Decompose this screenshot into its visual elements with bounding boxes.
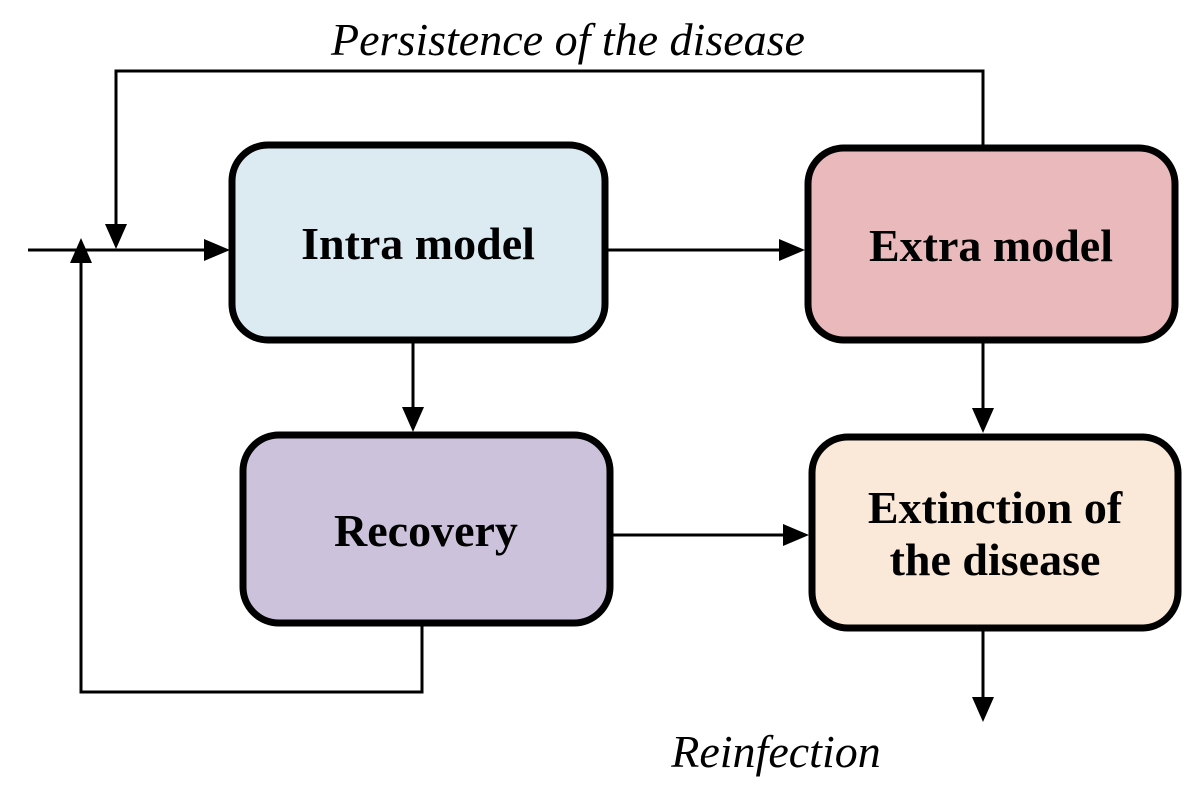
edge-recovery-to-extinction [610,524,809,546]
node-extra-model-label: Extra model [869,220,1113,271]
node-intra-model [228,141,609,344]
edge-intra-to-recovery [402,340,424,432]
edge-extra-to-extinction [972,340,994,433]
node-extinction-label-line1: Extinction of [868,482,1123,533]
node-recovery-label: Recovery [334,505,518,556]
node-extra-model [804,144,1179,344]
arrowhead-down-icon [402,407,424,432]
node-extinction [808,433,1182,632]
arrowhead-right-icon [204,239,230,261]
node-recovery [239,431,614,627]
node-extinction-label-line2: the disease [890,534,1101,585]
edge-extinction-to-reinfection [972,628,994,722]
edges [28,69,994,722]
arrowhead-down-icon [972,697,994,722]
edge-persistence-loop [105,69,985,249]
arrowhead-down-icon [105,224,127,249]
node-intra-model-label: Intra model [301,218,535,269]
edge-recovery-return-loop [70,238,424,694]
edge-intra-to-extra [605,239,805,261]
nodes: Intra model Extra model Recovery Extinct… [228,141,1182,632]
edge-entry-to-intra [28,239,230,261]
reinfection-annotation: Reinfection [670,726,880,777]
arrowhead-up-icon [70,238,92,263]
arrowhead-down-icon [972,408,994,433]
arrowhead-right-icon [783,524,809,546]
persistence-annotation: Persistence of the disease [330,14,805,65]
arrowhead-right-icon [779,239,805,261]
